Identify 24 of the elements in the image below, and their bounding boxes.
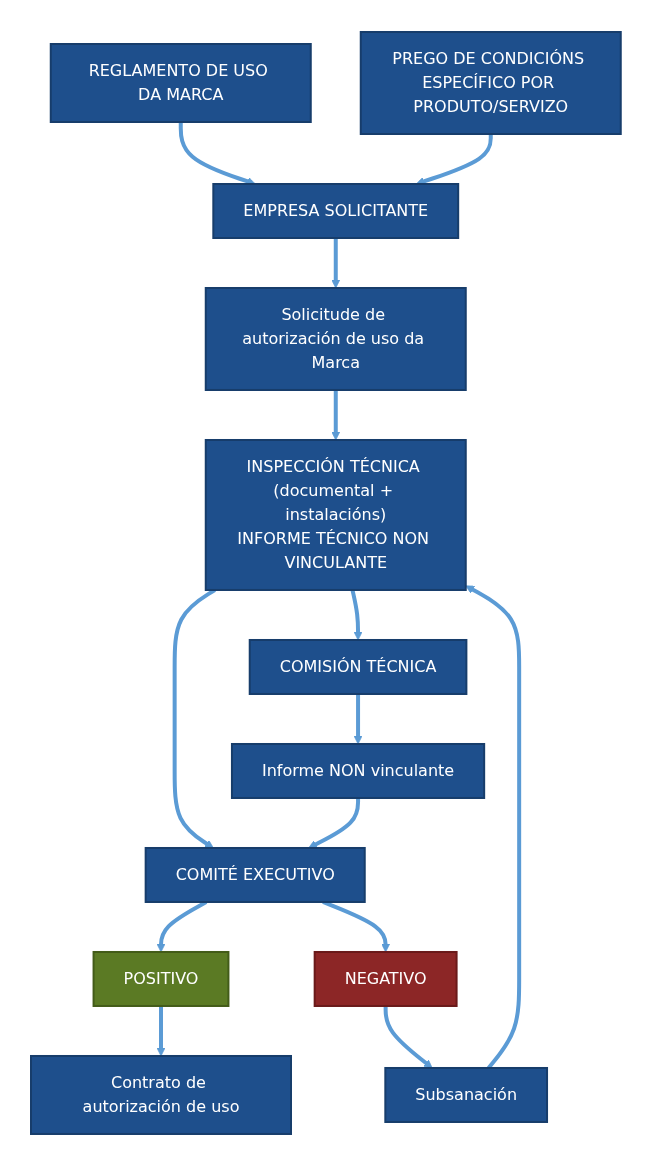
node-box: PREGO DE CONDICIÓNS ESPECÍFICO POR PRODUTO/SERVIZO (359, 31, 622, 135)
node-box: COMITÉ EXECUTIVO (144, 847, 366, 903)
node-box: INSPECCIÓN TÉCNICA (documental + instalacións) INFORME TÉCNICO NON VINCULANTE (204, 439, 467, 591)
arrow (353, 694, 363, 745)
arrow (331, 238, 341, 289)
node-box: REGLAMENTO DE USO DA MARCA (49, 43, 312, 123)
arrow (308, 798, 361, 849)
arrow (383, 1006, 433, 1069)
node-box: POSITIVO (92, 951, 230, 1007)
node-box: Informe NON vinculante (231, 743, 486, 799)
node-box: Contrato de autorización de uso (30, 1055, 293, 1135)
arrow (331, 390, 341, 441)
arrow (156, 900, 208, 953)
node-box: COMISIÓN TÉCNICA (248, 639, 468, 695)
arrow (172, 588, 217, 849)
node-box: Subsanación (384, 1067, 549, 1123)
arrow (350, 589, 363, 641)
arrow (156, 1006, 166, 1057)
arrow (178, 122, 256, 186)
arrow (415, 134, 493, 186)
node-box: NEGATIVO (313, 951, 458, 1007)
node-box: EMPRESA SOLICITANTE (212, 183, 460, 239)
node-box: Solicitude de autorización de uso da Marca (204, 287, 467, 391)
arrow (322, 900, 391, 953)
